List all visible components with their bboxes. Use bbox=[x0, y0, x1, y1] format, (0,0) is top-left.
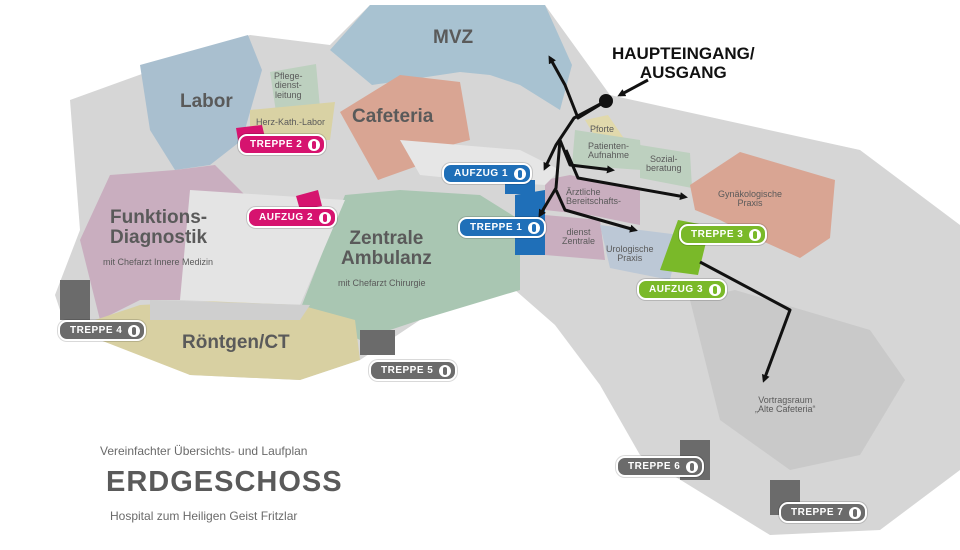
stairs-3-marker[interactable]: TREPPE 3 bbox=[679, 224, 768, 245]
room-urologische-praxis bbox=[600, 225, 680, 280]
stairs-person-icon bbox=[849, 506, 862, 519]
corridor bbox=[150, 300, 310, 320]
room-gynaekologische-praxis bbox=[690, 152, 835, 258]
stairs-block-4 bbox=[60, 280, 90, 320]
stairs-4-marker[interactable]: TREPPE 4 bbox=[58, 320, 147, 341]
stairs-7-marker[interactable]: TREPPE 7 bbox=[779, 502, 868, 523]
room-label-roentgen-ct: Röntgen/CT bbox=[182, 332, 290, 353]
room-sozialberatung bbox=[640, 145, 692, 188]
room-pflegedienstleitung bbox=[270, 64, 320, 112]
stairs-person-icon bbox=[686, 460, 699, 473]
room-label-sozialberatung: Sozial-beratung bbox=[646, 154, 682, 174]
legend-hospital-name: Hospital zum Heiligen Geist Fritzlar bbox=[110, 509, 298, 523]
room-cafeteria bbox=[340, 75, 470, 180]
entrance-dot-icon bbox=[599, 94, 613, 108]
elevator-icon bbox=[514, 167, 526, 180]
elevator-3-marker[interactable]: AUFZUG 3 bbox=[637, 279, 727, 300]
elevator-icon bbox=[709, 283, 721, 296]
room-label-vortragsraum: Vortragsraum„Alte Cafeteria“ bbox=[755, 395, 816, 415]
elevator-block-2 bbox=[296, 190, 322, 210]
room-patientenaufnahme bbox=[572, 130, 642, 170]
legend-subtitle: Vereinfachter Übersichts- und Laufplan bbox=[100, 444, 308, 458]
stairs-person-icon bbox=[749, 228, 762, 241]
route-arrow-icon bbox=[538, 55, 792, 383]
stairs-person-icon bbox=[439, 364, 452, 377]
room-label-pflegedienstleitung: Pflege-dienst-leitung bbox=[274, 71, 303, 100]
legend-title: ERDGESCHOSS bbox=[106, 466, 343, 498]
stairs-person-icon bbox=[128, 324, 141, 337]
stairs-1-marker[interactable]: TREPPE 1 bbox=[458, 217, 547, 238]
room-label-pforte: Pforte bbox=[590, 124, 615, 134]
elevator-2-marker[interactable]: AUFZUG 2 bbox=[247, 207, 337, 228]
stairs-6-marker[interactable]: TREPPE 6 bbox=[616, 456, 705, 477]
main-entrance-label: HAUPTEINGANG/AUSGANG bbox=[612, 44, 755, 83]
elevator-icon bbox=[319, 211, 331, 224]
room-sublabel-zentrale-ambulanz: mit Chefarzt Chirurgie bbox=[338, 278, 426, 288]
room-label-labor: Labor bbox=[180, 91, 233, 112]
room-label-patientenaufnahme: Patienten-Aufnahme bbox=[588, 141, 630, 161]
room-dienst-zentrale bbox=[545, 215, 605, 260]
room-label-cafeteria: Cafeteria bbox=[352, 106, 434, 127]
room-herz-kath-labor bbox=[250, 102, 335, 140]
corridor bbox=[690, 290, 905, 470]
stairs-person-icon bbox=[528, 221, 541, 234]
room-mvz bbox=[330, 5, 572, 110]
room-label-mvz: MVZ bbox=[433, 27, 474, 48]
stairs-person-icon bbox=[308, 138, 321, 151]
stairs-5-marker[interactable]: TREPPE 5 bbox=[369, 360, 458, 381]
stairs-block-5 bbox=[360, 330, 395, 355]
elevator-1-marker[interactable]: AUFZUG 1 bbox=[442, 163, 532, 184]
room-labor bbox=[140, 35, 262, 170]
stairs-2-marker[interactable]: TREPPE 2 bbox=[238, 134, 327, 155]
room-label-funktionsdiagnostik: Funktions-Diagnostik bbox=[110, 207, 208, 248]
room-sublabel-funktionsdiagnostik: mit Chefarzt Innere Medizin bbox=[103, 257, 214, 267]
room-label-herz-kath-labor: Herz-Kath.-Labor bbox=[256, 117, 326, 127]
